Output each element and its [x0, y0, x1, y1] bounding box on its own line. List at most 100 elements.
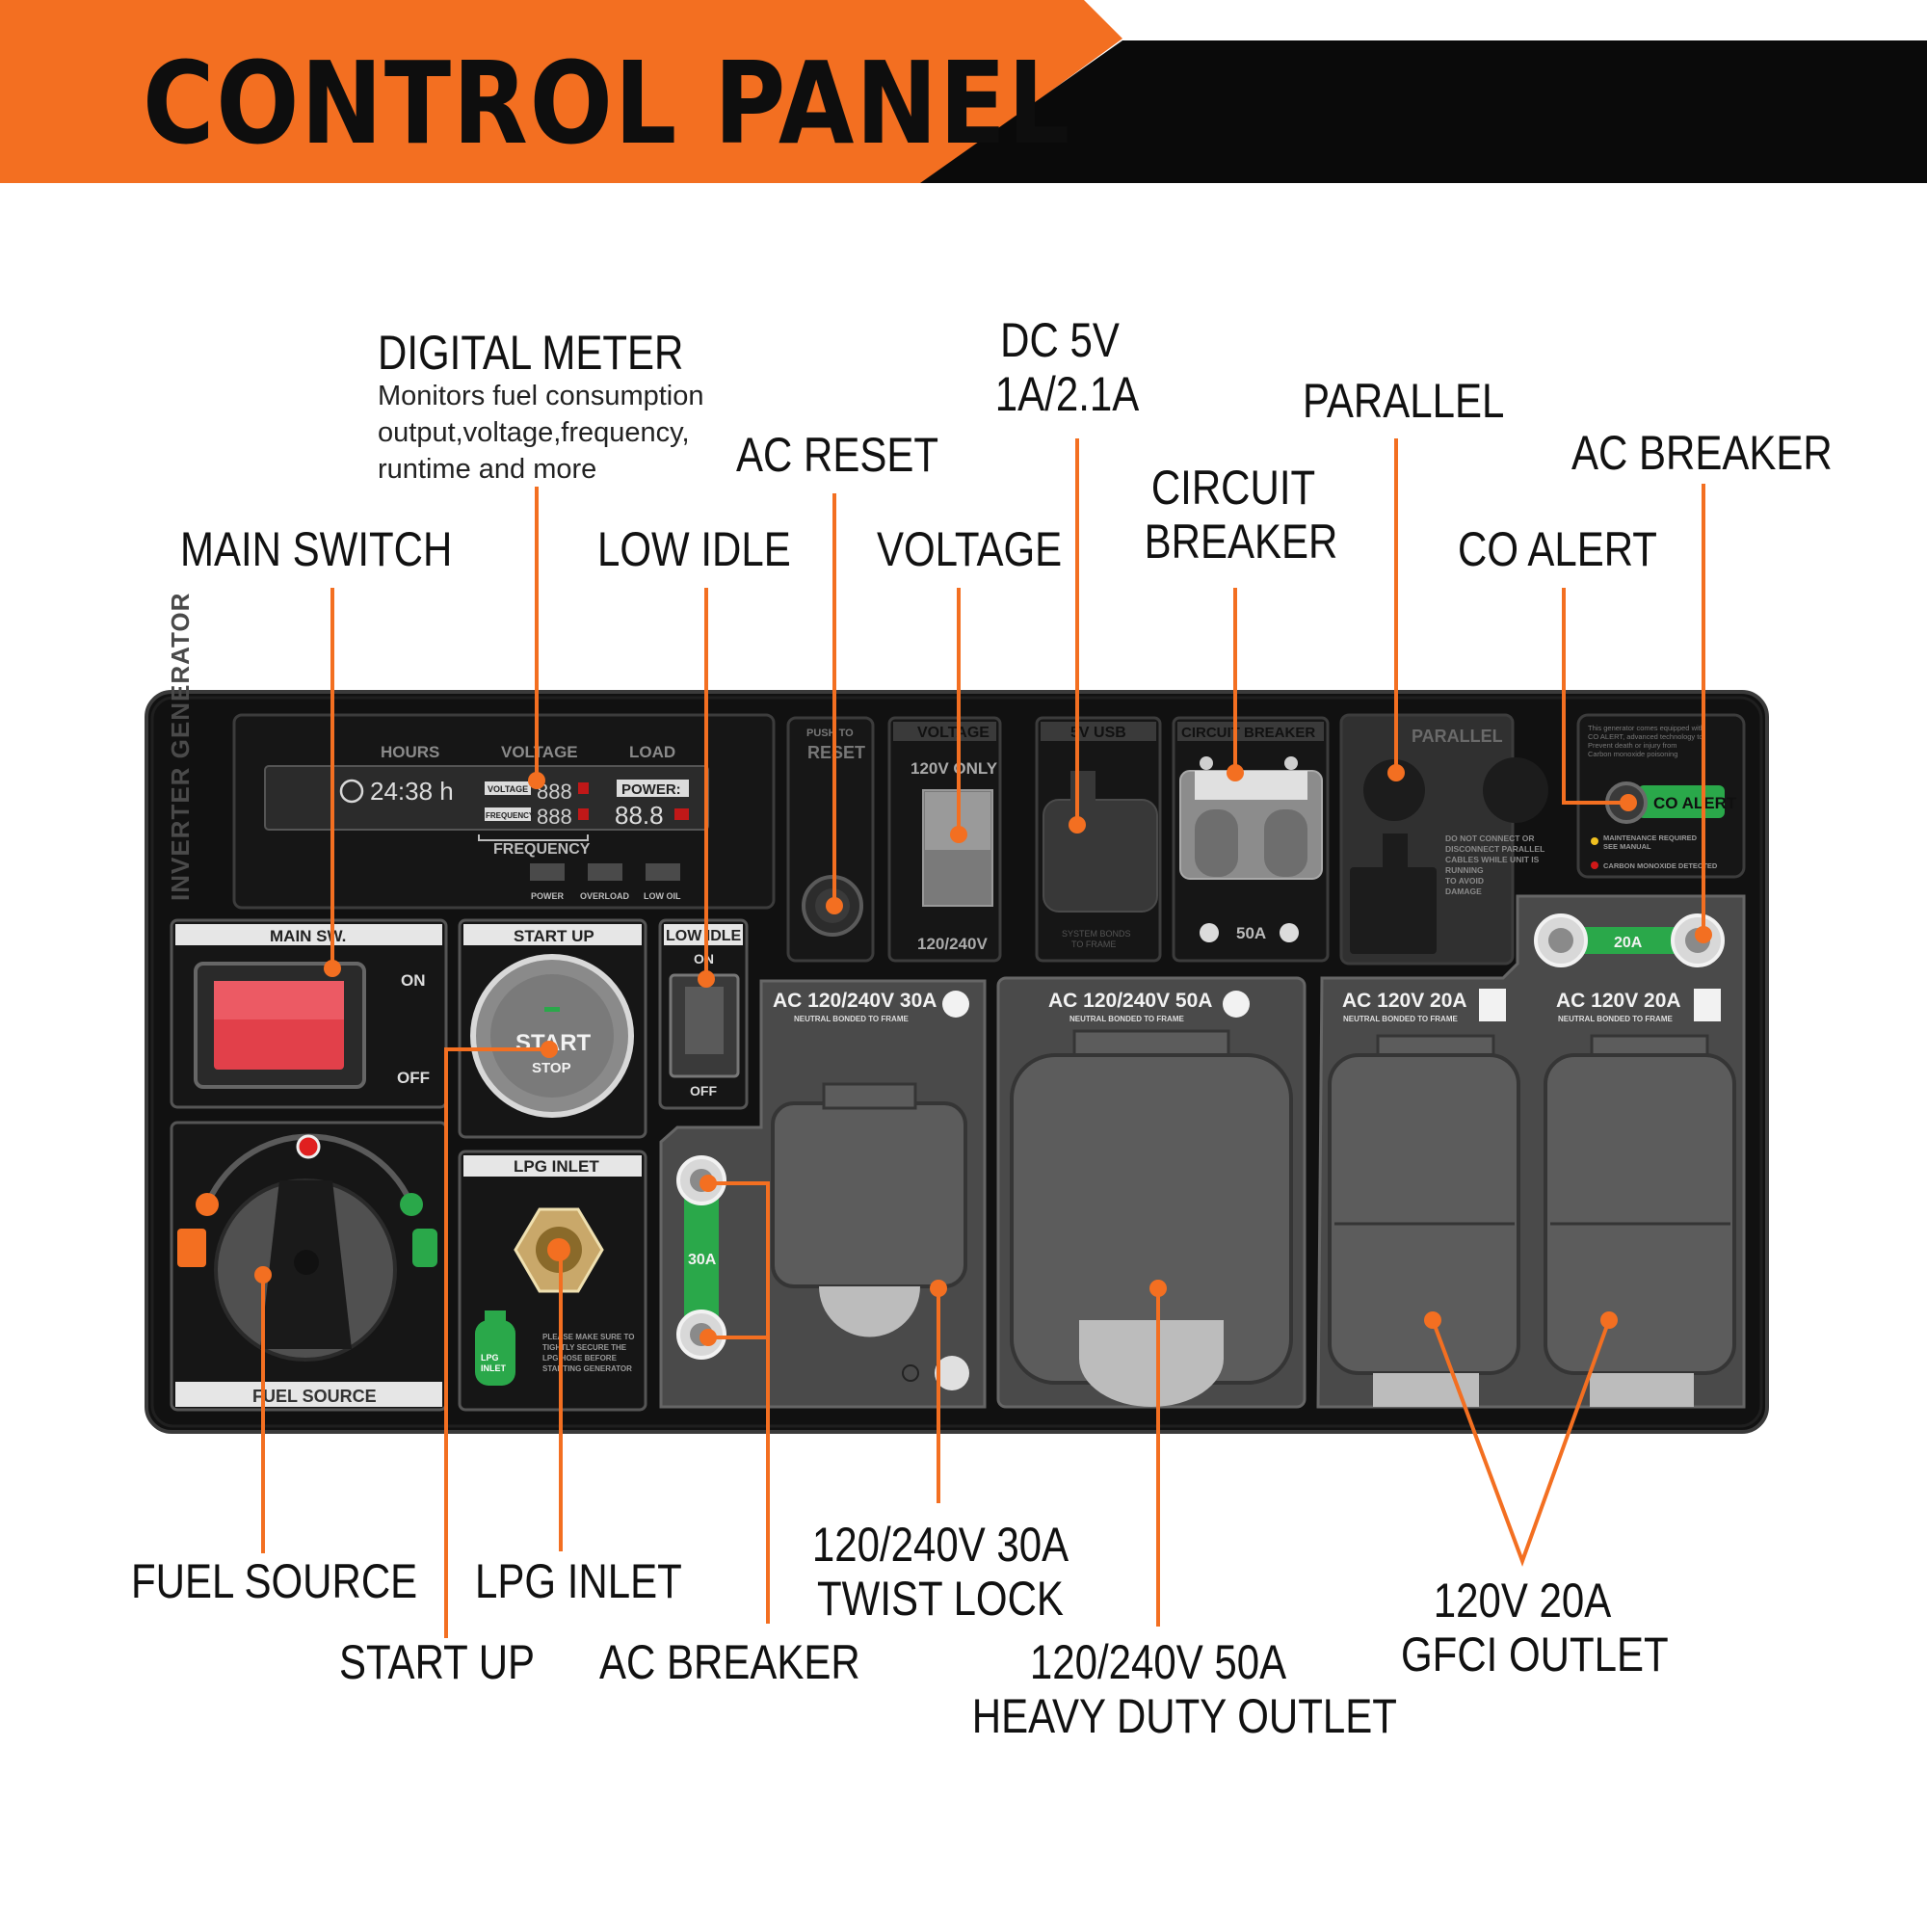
circuit-breaker-rating: 50A — [1236, 924, 1266, 942]
callout-ac-breaker-top: AC BREAKER — [1571, 426, 1833, 480]
outlet-30a-sub: NEUTRAL BONDED TO FRAME — [794, 1015, 909, 1023]
title-banner — [0, 0, 1927, 183]
banner-black — [920, 40, 1927, 183]
lpg-tank-icon-small — [412, 1229, 437, 1267]
callout-voltage: VOLTAGE — [877, 522, 1063, 576]
main-sw-on: ON — [401, 971, 426, 990]
circuit-breaker-box: CIRCUIT BREAKER 50A — [1172, 716, 1330, 963]
meter-voltage-tag: VOLTAGE — [488, 784, 528, 794]
start-up-box: START UP START STOP — [458, 918, 647, 1139]
twist-lock-cover[interactable] — [771, 1101, 967, 1288]
fuel-source-box: FUEL SOURCE — [170, 1121, 448, 1412]
reset-line2: RESET — [807, 743, 865, 762]
usb-port-cover[interactable] — [1043, 799, 1158, 913]
meter-hours-value: 24:38 h — [370, 777, 454, 806]
callout-circuit-breaker: CIRCUIT BREAKER — [1144, 461, 1338, 569]
parallel-port-right[interactable] — [1483, 757, 1548, 823]
callout-ac-reset: AC RESET — [736, 428, 939, 482]
digital-meter: HOURS VOLTAGE LOAD 24:38 h VOLTAGE 888 F… — [232, 713, 776, 910]
meter-power-tag: POWER: — [621, 781, 681, 798]
outlet-50a-title: AC 120/240V 50A — [1048, 990, 1212, 1012]
parallel-warning-line: DAMAGE — [1445, 887, 1482, 896]
low-idle-on: ON — [694, 951, 714, 966]
outlet-20a-right-title: AC 120V 20A — [1556, 990, 1681, 1012]
co-legend1-line: MAINTENANCE REQUIRED — [1603, 834, 1698, 842]
stop-label: STOP — [532, 1060, 571, 1076]
co-legend2: CARBON MONOXIDE DETECTED — [1603, 861, 1718, 870]
outlet-50a-sub: NEUTRAL BONDED TO FRAME — [1069, 1015, 1184, 1023]
lpg-warning: PLEASE MAKE SURE TO TIGHTLY SECURE THE LPG… — [542, 1333, 634, 1373]
gasoline-icon — [177, 1229, 206, 1267]
gfci-left-cover[interactable] — [1328, 1053, 1520, 1375]
voltage-top-label: 120V ONLY — [911, 759, 998, 778]
indicator-low-oil: LOW OIL — [644, 891, 681, 901]
lpg-tank-label-line: INLET — [481, 1363, 507, 1373]
banner-orange — [0, 0, 1122, 183]
lpg-inlet-header: LPG INLET — [514, 1157, 599, 1176]
callout-ac-breaker-bottom: AC BREAKER — [599, 1635, 860, 1689]
main-switch-box: MAIN SW. ON OFF — [170, 918, 448, 1109]
co-alert-button-label: CO ALERT — [1653, 794, 1737, 812]
lpg-warning-line: LPG HOSE BEFORE — [542, 1354, 618, 1363]
reset-line1: PUSH TO — [806, 728, 854, 739]
co-info-text-line: Prevent death or injury from — [1588, 741, 1677, 750]
leader-lines — [261, 438, 1705, 1638]
outlet-20a-left-sub: NEUTRAL BONDED TO FRAME — [1343, 1015, 1458, 1023]
usb-foot1: SYSTEM BONDS — [1062, 929, 1131, 939]
parallel-port-left[interactable] — [1363, 759, 1425, 821]
breaker-30a-label: 30A — [688, 1252, 717, 1268]
voltage-bottom-label: 120/240V — [917, 935, 988, 953]
generator-panel: INVERTER GENERATOR HOURS VOLTAGE LOAD 24… — [145, 593, 1769, 1434]
meter-voltage-label: VOLTAGE — [501, 743, 578, 761]
lpg-tank-icon — [475, 1320, 515, 1386]
leader-dots — [254, 764, 1712, 1346]
parallel-header: PARALLEL — [1412, 727, 1503, 746]
co-info-text-line: This generator comes equipped with — [1588, 724, 1704, 732]
low-idle-box: LOW IDLE ON OFF — [658, 918, 749, 1110]
callout-parallel: PARALLEL — [1303, 374, 1505, 428]
lpg-warning-line: TIGHTLY SECURE THE — [542, 1343, 627, 1352]
callout-heavy-duty: 120/240V 50A HEAVY DUTY OUTLET — [971, 1635, 1397, 1743]
meter-frequency-label: FREQUENCY — [493, 841, 591, 858]
callout-low-idle: LOW IDLE — [597, 522, 791, 576]
main-sw-off: OFF — [397, 1069, 430, 1087]
circuit-breaker-header: CIRCUIT BREAKER — [1181, 725, 1315, 741]
callout-main-switch: MAIN SWITCH — [180, 522, 453, 576]
ac-reset-box: PUSH TO RESET — [786, 716, 875, 963]
fuel-source-footer: FUEL SOURCE — [252, 1387, 377, 1406]
co-info-text-line: Carbon monoxide poisoning — [1588, 750, 1677, 758]
outlet-50a-zone: AC 120/240V 50A NEUTRAL BONDED TO FRAME — [996, 976, 1307, 1409]
callout-twist-lock: 120/240V 30A TWIST LOCK — [811, 1518, 1069, 1626]
lpg-warning-line: PLEASE MAKE SURE TO — [542, 1333, 634, 1341]
page-title: CONTROL PANEL — [143, 37, 1072, 170]
callout-dc-5v: DC 5V 1A/2.1A — [994, 313, 1140, 421]
main-sw-header: MAIN SW. — [270, 927, 346, 945]
outlet-20a-zone: 20A AC 120V 20A NEUTRAL BONDED TO FRAME … — [1316, 894, 1746, 1409]
parallel-warning-line: DISCONNECT PARALLEL — [1445, 844, 1544, 854]
meter-frequency-digits: 888 — [537, 805, 572, 829]
indicator-overload: OVERLOAD — [580, 891, 630, 901]
brand-vertical: INVERTER GENERATOR — [166, 593, 195, 901]
co-legend1-line: SEE MANUAL — [1603, 842, 1651, 851]
gfci-right-cover[interactable] — [1544, 1053, 1736, 1375]
callout-digital-meter: DIGITAL METER — [378, 326, 684, 380]
usb-foot2: TO FRAME — [1071, 940, 1116, 949]
outlet-20a-right-sub: NEUTRAL BONDED TO FRAME — [1558, 1015, 1673, 1023]
callout-lpg-inlet: LPG INLET — [475, 1554, 682, 1608]
parallel-warning-line: TO AVOID — [1445, 876, 1484, 886]
clock-icon — [339, 779, 364, 804]
lpg-warning-line: STARTING GENERATOR — [542, 1364, 632, 1373]
callout-start-up: START UP — [339, 1635, 536, 1689]
parallel-warning-line: RUNNING — [1445, 865, 1484, 875]
callout-gfci: 120V 20A GFCI OUTLET — [1401, 1574, 1669, 1681]
co-info-text-line: CO ALERT, advanced technology to — [1588, 732, 1703, 741]
outlet-30a-title: AC 120/240V 30A — [773, 990, 937, 1012]
meter-hours-label: HOURS — [381, 743, 439, 761]
